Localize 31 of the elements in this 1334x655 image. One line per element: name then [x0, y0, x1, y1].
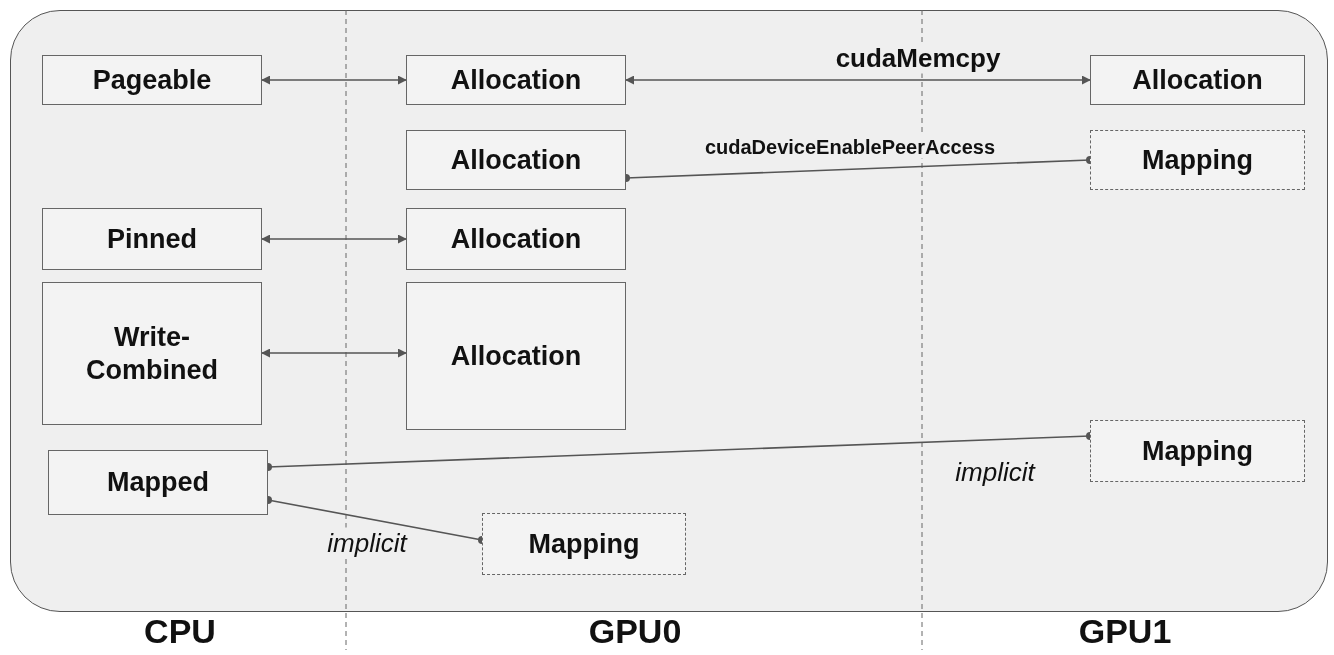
box-label: Pinned [106, 222, 198, 256]
box-label: Allocation [449, 143, 583, 177]
box-label: Allocation [449, 63, 583, 97]
memory-box [406, 55, 626, 105]
memory-box [48, 450, 268, 515]
column-heading: GPU1 [1078, 612, 1172, 651]
box-label: Allocation [449, 222, 583, 256]
box-label: Mapping [1141, 143, 1254, 177]
box-label: Mapping [527, 527, 641, 561]
box-label: Allocation [1131, 63, 1264, 97]
memory-box [1090, 55, 1305, 105]
box-label: Pageable [91, 63, 213, 97]
box-label: Mapped [106, 466, 210, 499]
connector-line [261, 348, 407, 358]
box-label: Mapping [1141, 434, 1254, 468]
memory-box [42, 55, 262, 105]
column-heading: GPU0 [588, 612, 682, 651]
memory-box [1090, 130, 1305, 190]
memory-box [406, 208, 626, 270]
memory-box [42, 208, 262, 270]
memory-box [482, 513, 686, 575]
memory-box [1090, 420, 1305, 482]
memory-box [406, 130, 626, 190]
memory-box [42, 282, 262, 425]
connector-line [261, 75, 407, 85]
connector-line [625, 75, 1091, 85]
box-label: Write-Combined [85, 321, 219, 386]
connector-line [261, 234, 407, 244]
column-heading: CPU [144, 612, 216, 651]
box-label: Allocation [449, 339, 583, 373]
memory-box [406, 282, 626, 430]
